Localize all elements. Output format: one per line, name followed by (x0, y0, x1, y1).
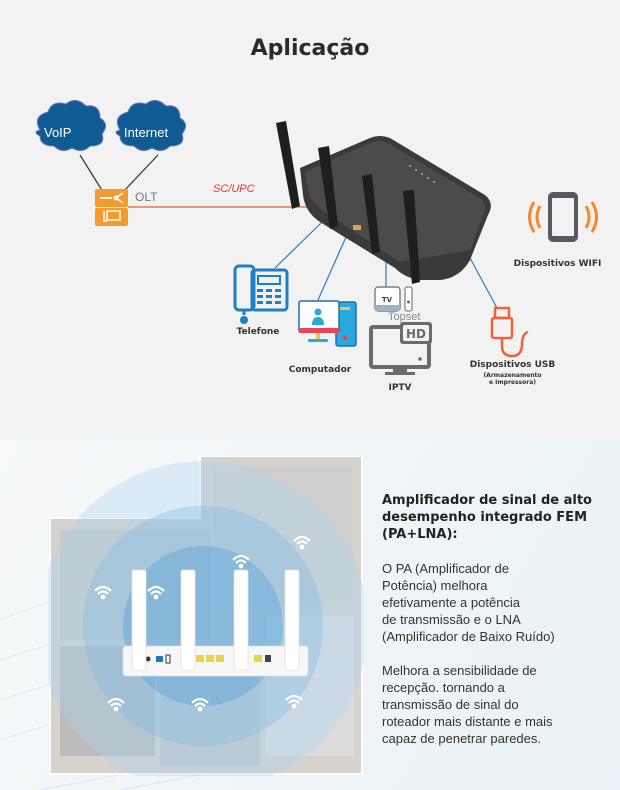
paragraph-line: recepção. tornando a (382, 680, 505, 695)
feature-paragraph-sensitivity: Melhora a sensibilidade de recepção. tor… (382, 662, 607, 747)
hd-tv-icon (369, 322, 432, 375)
telephone-icon (233, 264, 289, 324)
topset-label: Topset (388, 311, 421, 323)
coverage-ring-middle (83, 506, 323, 746)
settop-box-icon (374, 286, 413, 312)
voip-olt-link (79, 154, 104, 193)
fiber-connector-label: SC/UPC (213, 183, 255, 195)
paragraph-line: transmissão de sinal do (382, 697, 519, 712)
device-label-wifi: Dispositivos WIFI (513, 259, 602, 269)
paragraph-line: Potência) melhora (382, 578, 488, 593)
cloud-icon-voip (35, 100, 106, 152)
heading-line: desempenho integrado FEM (382, 510, 588, 525)
paragraph-line: (Amplificador de Baixo Ruído) (382, 629, 555, 644)
router-image (276, 121, 491, 284)
paragraph-line: capaz de penetrar paredes. (382, 731, 541, 746)
floorplan-coverage-illustration (48, 456, 364, 776)
wifi-icons (94, 535, 311, 712)
cloud-label-internet: Internet (124, 125, 169, 140)
computer-icon (298, 300, 357, 347)
paragraph-line: O PA (Amplificador de (382, 561, 509, 576)
internet-olt-link (122, 154, 159, 193)
heading-line: (PA+LNA): (382, 527, 458, 542)
application-diagram-section: Aplicação (35, 36, 602, 393)
feature-heading: Amplificador de sinal de alto desempenho… (382, 492, 607, 543)
olt-device-icon (95, 189, 128, 226)
heading-line: Amplificador de sinal de alto (382, 493, 592, 508)
hd-badge: HD (406, 327, 426, 341)
smartphone-wifi-icon (528, 192, 598, 242)
computer-link (317, 227, 351, 301)
paragraph-line: de transmissão e o LNA (382, 612, 521, 627)
device-label-computer: Computador (288, 365, 352, 375)
coverage-ring-outer (48, 461, 364, 776)
phone-link (274, 221, 323, 269)
paragraph-line: roteador mais distante e mais (382, 714, 553, 729)
feature-description: Amplificador de sinal de alto desempenho… (382, 492, 607, 747)
device-label-iptv: IPTV (388, 383, 412, 393)
usb-cable-icon (490, 306, 529, 358)
device-label-usb: Dispositivos USB (469, 360, 556, 370)
white-router-image (122, 569, 309, 677)
cloud-icon-internet (115, 100, 186, 152)
olt-label: OLT (135, 190, 158, 204)
device-sublabel-usb-1: (Armazenamento (483, 372, 542, 379)
device-sublabel-usb-2: e Impressora) (489, 379, 536, 386)
device-label-telephone: Telefone (236, 327, 280, 337)
feature-paragraph-pa-lna: O PA (Amplificador de Potência) melhora … (382, 560, 607, 645)
paragraph-line: efetivamente a potência (382, 595, 521, 610)
settop-box-label: TV (382, 296, 393, 304)
coverage-ring-inner (123, 546, 283, 706)
network-diagram: TV HD (35, 100, 598, 375)
cloud-label-voip: VoIP (44, 125, 72, 140)
paragraph-line: Melhora a sensibilidade de (382, 663, 537, 678)
section-title: Aplicação (250, 36, 370, 61)
usb-link (469, 257, 498, 309)
